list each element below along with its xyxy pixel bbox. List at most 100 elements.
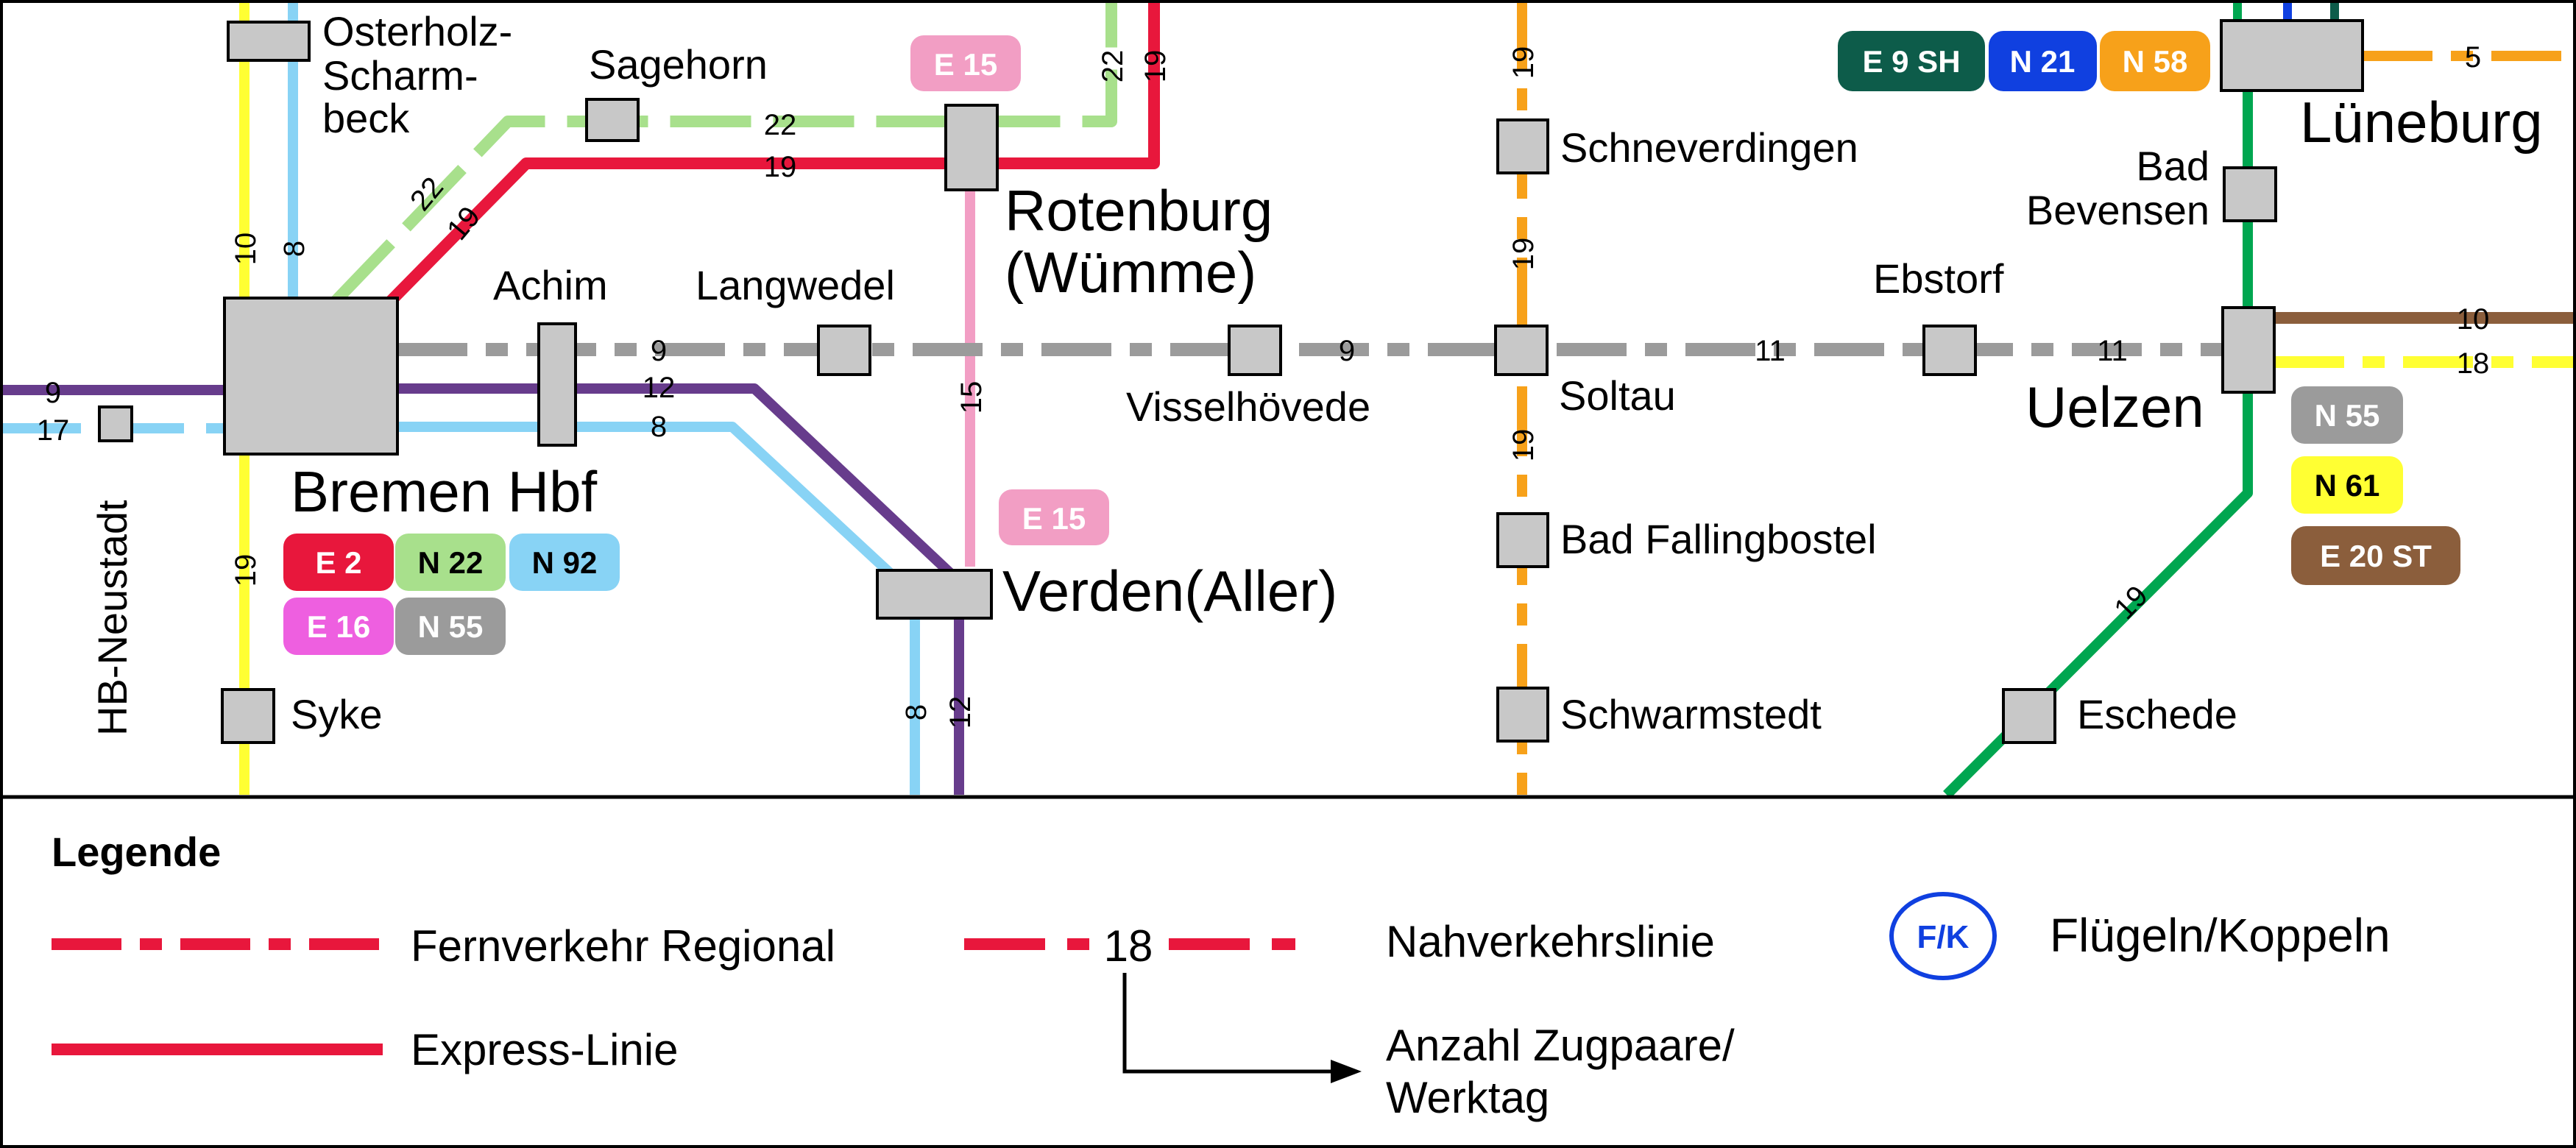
badge-e2: E 2 bbox=[283, 534, 394, 591]
num-8-v: 8 bbox=[900, 704, 933, 720]
station-sagehorn bbox=[585, 98, 640, 142]
label-osterholz-3: beck bbox=[322, 95, 410, 141]
label-ebstorf: Ebstorf bbox=[1873, 255, 2004, 302]
svg-text:E 2: E 2 bbox=[315, 545, 361, 580]
svg-text:E 20 ST: E 20 ST bbox=[2320, 539, 2432, 573]
badge-n21: N 21 bbox=[1989, 31, 2097, 91]
label-schwarmstedt: Schwarmstedt bbox=[1560, 691, 1822, 737]
num-9-west: 9 bbox=[45, 377, 61, 409]
svg-text:E 15: E 15 bbox=[1022, 501, 1086, 536]
legend-nahverkehr-count: 18 bbox=[1104, 921, 1153, 971]
svg-text:N 55: N 55 bbox=[418, 609, 484, 644]
svg-text:E 9 SH: E 9 SH bbox=[1862, 44, 1960, 79]
legend-anzahl-1: Anzahl Zugpaare/ bbox=[1386, 1021, 1735, 1070]
num-12-v: 12 bbox=[944, 696, 977, 729]
label-schneverdingen: Schneverdingen bbox=[1560, 124, 1858, 171]
badge-e15-rotenburg: E 15 bbox=[910, 35, 1021, 91]
label-osterholz: Osterholz- bbox=[322, 8, 512, 54]
line-lightgreen-22 bbox=[330, 0, 1117, 306]
station-lueneburg bbox=[2220, 19, 2364, 92]
num-19-o2: 19 bbox=[1507, 238, 1540, 271]
badge-n55-bremen: N 55 bbox=[395, 598, 506, 655]
svg-text:E 16: E 16 bbox=[307, 609, 370, 644]
legend: Legende Fernverkehr Regional Express-Lin… bbox=[52, 829, 2391, 1122]
legend-express-label: Express-Linie bbox=[411, 1025, 679, 1074]
label-rotenburg: Rotenburg bbox=[1005, 178, 1273, 243]
badge-n92: N 92 bbox=[509, 534, 620, 591]
station-osterholz bbox=[227, 21, 311, 62]
station-hb-neustadt bbox=[98, 405, 133, 442]
label-eschede: Eschede bbox=[2077, 691, 2237, 737]
num-11-b: 11 bbox=[2097, 335, 2128, 367]
badge-e20st: E 20 ST bbox=[2291, 526, 2460, 585]
label-lueneburg: Lüneburg bbox=[2300, 90, 2543, 155]
station-bad-bevensen bbox=[2223, 166, 2277, 222]
label-osterholz-2: Scharm- bbox=[322, 52, 478, 99]
legend-fluegeln-label: Flügeln/Koppeln bbox=[2050, 909, 2391, 962]
label-sagehorn: Sagehorn bbox=[589, 41, 768, 88]
num-17: 17 bbox=[37, 414, 70, 447]
num-9-a: 9 bbox=[651, 335, 667, 367]
station-rotenburg bbox=[944, 104, 999, 191]
legend-fk-icon bbox=[1889, 892, 1997, 980]
station-verden bbox=[876, 569, 993, 620]
legend-fk-icon-label: F/K bbox=[1917, 919, 1970, 955]
label-syke: Syke bbox=[291, 691, 383, 737]
label-langwedel: Langwedel bbox=[696, 262, 895, 308]
num-12: 12 bbox=[643, 372, 676, 404]
station-schneverdingen bbox=[1496, 118, 1549, 174]
station-achim bbox=[537, 322, 577, 447]
label-soltau: Soltau bbox=[1559, 372, 1676, 419]
legend-arrow-connector bbox=[1122, 973, 1332, 1074]
num-18: 18 bbox=[2457, 347, 2490, 380]
badge-n22: N 22 bbox=[395, 534, 506, 591]
num-5: 5 bbox=[2465, 41, 2481, 74]
station-ebstorf bbox=[1922, 325, 1977, 376]
num-19-o3: 19 bbox=[1507, 429, 1540, 462]
num-22-vert: 22 bbox=[1097, 50, 1129, 83]
badge-e15-verden: E 15 bbox=[999, 489, 1109, 545]
label-uelzen: Uelzen bbox=[2025, 375, 2204, 439]
station-soltau bbox=[1494, 325, 1549, 376]
num-8-north: 8 bbox=[278, 241, 311, 257]
label-verden: Verden(Aller) bbox=[1002, 559, 1337, 623]
label-bremen: Bremen Hbf bbox=[291, 459, 597, 524]
num-8: 8 bbox=[651, 411, 667, 443]
station-eschede bbox=[2002, 688, 2056, 744]
badge-n58: N 58 bbox=[2100, 31, 2210, 91]
station-bad-fallingbostel bbox=[1496, 512, 1549, 568]
stations bbox=[98, 19, 2364, 744]
num-11-a: 11 bbox=[1755, 335, 1786, 367]
station-labels: Osterholz- Scharm- beck Sagehorn Rotenbu… bbox=[89, 8, 2543, 737]
line-number-labels: 9 17 10 8 22 19 22 19 22 19 9 12 8 9 15 … bbox=[37, 41, 2490, 729]
num-19-vert: 19 bbox=[1139, 50, 1172, 83]
num-10: 10 bbox=[230, 233, 262, 266]
num-19-south: 19 bbox=[230, 554, 262, 587]
legend-anzahl-2: Werktag bbox=[1386, 1073, 1549, 1122]
station-visselhoevede bbox=[1228, 325, 1282, 376]
badge-e9sh: E 9 SH bbox=[1838, 31, 1985, 91]
station-syke bbox=[221, 688, 275, 744]
svg-text:N 58: N 58 bbox=[2123, 44, 2188, 79]
label-achim: Achim bbox=[493, 262, 608, 308]
label-hb-neustadt: HB-Neustadt bbox=[89, 500, 135, 736]
legend-arrow-head bbox=[1331, 1060, 1362, 1083]
station-schwarmstedt bbox=[1496, 687, 1549, 743]
legend-nahverkehr-label: Nahverkehrslinie bbox=[1386, 917, 1715, 966]
num-15: 15 bbox=[955, 381, 988, 414]
station-uelzen bbox=[2221, 306, 2276, 394]
line-red-19 bbox=[386, 0, 1160, 306]
svg-text:N 21: N 21 bbox=[2010, 44, 2076, 79]
station-bremen bbox=[223, 297, 399, 456]
num-10-east: 10 bbox=[2457, 303, 2490, 336]
label-bad-bevensen-2: Bevensen bbox=[2026, 187, 2209, 233]
svg-text:N 22: N 22 bbox=[418, 545, 484, 580]
num-19-top: 19 bbox=[764, 151, 797, 183]
service-badges: E 15 E 15 E 2 N 22 N 92 E 16 N 55 E 9 S bbox=[283, 31, 2460, 655]
svg-text:N 61: N 61 bbox=[2315, 468, 2380, 503]
legend-title: Legende bbox=[52, 829, 221, 875]
badge-e16: E 16 bbox=[283, 598, 394, 655]
num-19-o1: 19 bbox=[1507, 46, 1540, 79]
